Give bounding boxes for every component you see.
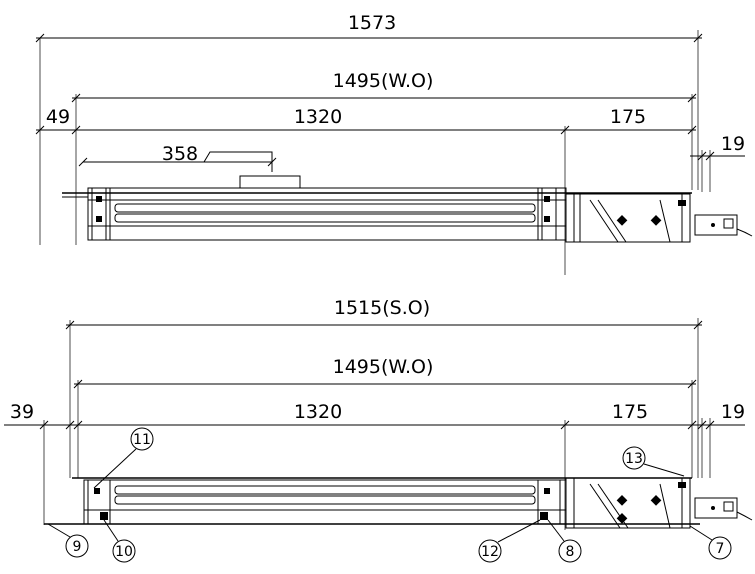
svg-text:◆: ◆ (617, 510, 628, 526)
fixture-housing-top (87, 175, 567, 241)
dim-175-top-label: 175 (610, 106, 646, 128)
callout-10: 10 (103, 519, 136, 563)
svg-text:◆: ◆ (651, 212, 662, 228)
ballast-box-bottom: ◆ ◆ ◆ (565, 477, 691, 529)
dim-overall-bottom: 1515(S.O) (65, 297, 703, 478)
dim-1573-label: 1573 (348, 12, 396, 34)
svg-text:13: 13 (625, 451, 643, 467)
svg-text:8: 8 (566, 544, 575, 560)
dim-1320-top-label: 1320 (294, 106, 342, 128)
svg-text:12: 12 (481, 544, 499, 560)
callout-11: 11 (93, 427, 154, 489)
dim-175-bottom-label: 175 (612, 401, 648, 423)
svg-text:9: 9 (73, 539, 82, 555)
svg-text:◆: ◆ (617, 492, 628, 508)
top-view: 1573 1495(W.O) 49 1320 175 (35, 12, 753, 275)
junction-box-bottom (694, 497, 753, 521)
callout-9: 9 (47, 523, 89, 558)
dim-1320-bottom-label: 1320 (294, 401, 342, 423)
dim-1515-label: 1515(S.O) (334, 297, 430, 319)
junction-box-top (694, 214, 753, 237)
dim-358-label: 358 (162, 143, 198, 165)
dim-1495-top-label: 1495(W.O) (333, 70, 434, 92)
callout-13: 13 (622, 446, 685, 477)
dim-19-top-label: 19 (721, 133, 745, 155)
dim-overall-top: 1573 (35, 12, 703, 245)
dim-19-bottom-label: 19 (721, 401, 745, 423)
dim-19-top: 19 (690, 133, 745, 192)
svg-text:◆: ◆ (651, 492, 662, 508)
dim-19-bottom: 19 (690, 401, 745, 478)
svg-text:10: 10 (115, 544, 133, 560)
dim-width-bottom: 1495(W.O) (73, 356, 697, 478)
fixture-housing-bottom (83, 479, 567, 525)
callout-7: 7 (689, 525, 732, 560)
dim-358: 358 (78, 143, 277, 172)
ballast-box-top: ◆ ◆ (565, 193, 691, 243)
dim-width-top: 1495(W.O) (71, 70, 697, 245)
callout-8: 8 (547, 519, 582, 563)
dim-1495-bottom-label: 1495(W.O) (333, 356, 434, 378)
dim-chain-bottom: 39 1320 175 (4, 401, 697, 530)
dim-39-label: 39 (10, 401, 34, 423)
dim-49-label: 49 (46, 106, 70, 128)
bottom-view: 1515(S.O) 1495(W.O) 39 1320 175 (4, 297, 753, 563)
dim-chain-top: 49 1320 175 (35, 106, 697, 275)
svg-text:7: 7 (716, 541, 725, 557)
svg-text:◆: ◆ (617, 212, 628, 228)
callout-12: 12 (478, 519, 541, 563)
svg-text:11: 11 (133, 432, 151, 448)
